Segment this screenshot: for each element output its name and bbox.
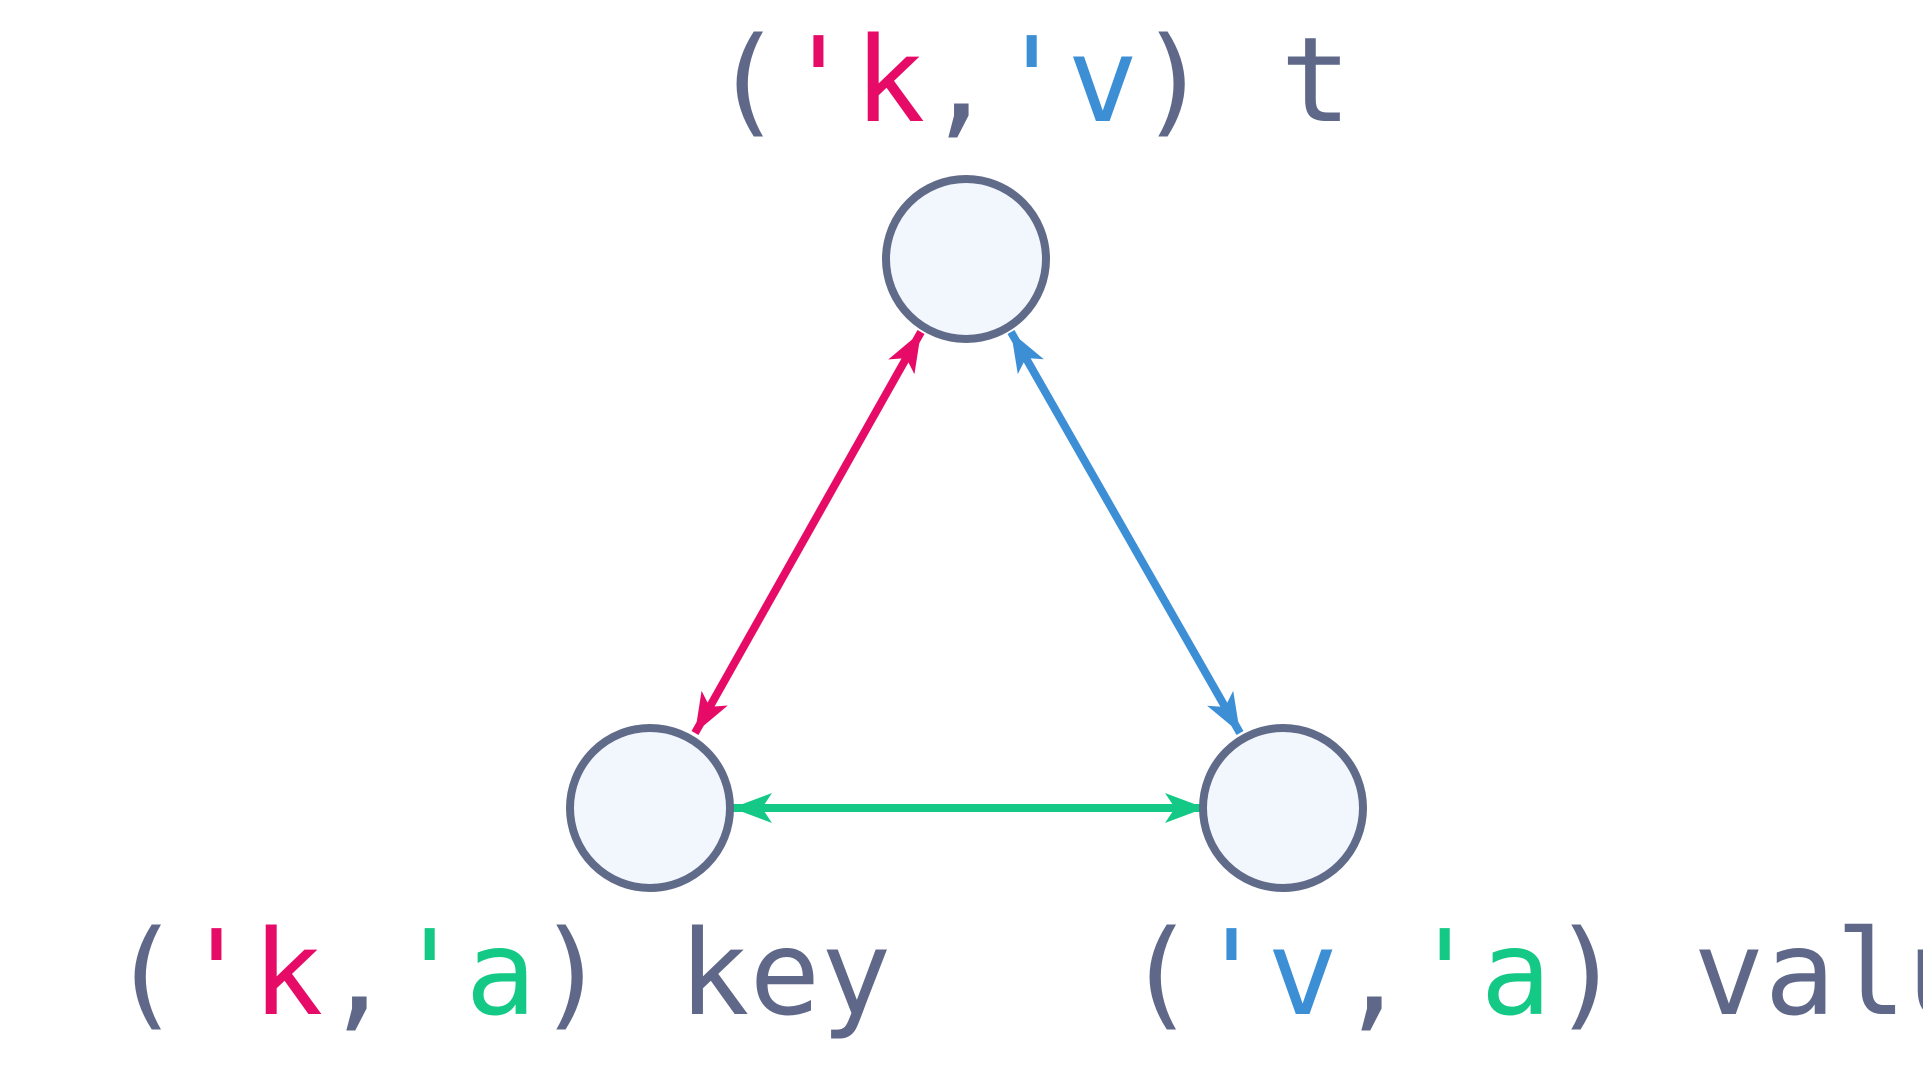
label-top-k-param: 'k xyxy=(783,11,925,149)
label-value-v-param: 'v xyxy=(1196,904,1338,1042)
label-top-comma: , xyxy=(925,11,996,149)
label-top-v-param: 'v xyxy=(996,11,1138,149)
label-value-type-name: ) value xyxy=(1551,904,1923,1042)
edge-top-to-value xyxy=(1007,330,1244,735)
node-key xyxy=(566,724,734,892)
label-key-type-name: ) key xyxy=(536,904,891,1042)
label-key-open-paren: ( xyxy=(110,904,181,1042)
label-value-a-param: 'a xyxy=(1409,904,1551,1042)
label-key-k-param: 'k xyxy=(181,904,323,1042)
node-top xyxy=(882,175,1050,343)
label-top-open-paren: ( xyxy=(712,11,783,149)
label-value-open-paren: ( xyxy=(1125,904,1196,1042)
edge-top-to-key xyxy=(691,330,925,735)
label-top-type-name: ) t xyxy=(1138,11,1351,149)
label-key-comma: , xyxy=(323,904,394,1042)
label-top: ('k,'v) t xyxy=(712,11,1351,149)
label-value: ('v,'a) value xyxy=(1125,904,1923,1042)
label-key-a-param: 'a xyxy=(394,904,536,1042)
node-value xyxy=(1199,724,1367,892)
label-value-comma: , xyxy=(1338,904,1409,1042)
label-key: ('k,'a) key xyxy=(110,904,892,1042)
